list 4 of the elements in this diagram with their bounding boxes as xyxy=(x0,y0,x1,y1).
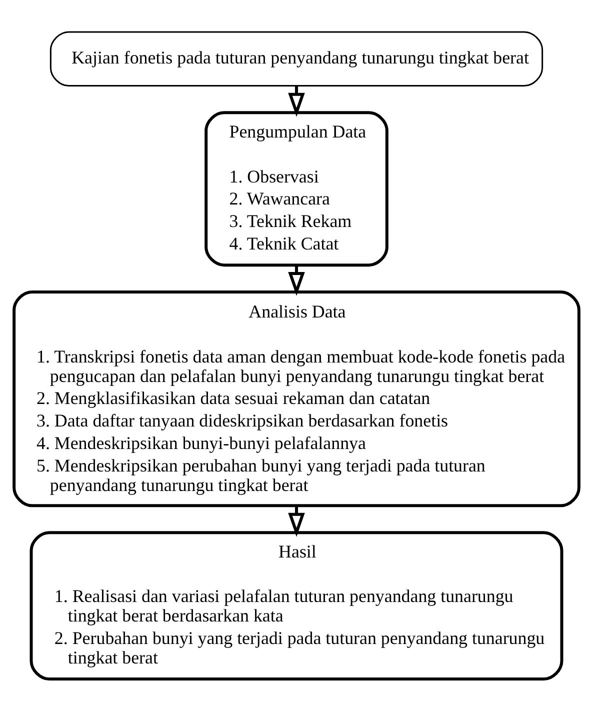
node-box: Hasil 1. Realisasi dan variasi pelafalan tuturan penyandang tunarungu tingkat berat berdasarkan kata 2. Perubahan bunyi yang terjadi pada tuturan penyandang tunarungu tingkat berat xyxy=(30,530,564,680)
node-box: Kajian fonetis pada tuturan penyandang tunarungu tingkat berat xyxy=(50,30,544,86)
node-box: Analisis Data 1. Transkripsi fonetis data aman dengan membuat kode-kode fonetis pada pengucapan dan pelafalan bunyi penyandang tunarungu tingkat berat 2. Mengklasifikasikan data sesuai rekaman dan catatan 3. Data daftar tanyaan dideskripsikan berdasarkan fonetis 4. Mendeskripsikan bunyi-bunyi pelafalannya 5. Mendeskripsikan perubahan bunyi yang terjadi pada tuturan penyandang tunarungu tingkat berat xyxy=(12,290,580,507)
node-box: Pengumpulan Data 1. Observasi 2. Wawancara 3. Teknik Rekam 4. Teknik Catat xyxy=(204,110,388,266)
